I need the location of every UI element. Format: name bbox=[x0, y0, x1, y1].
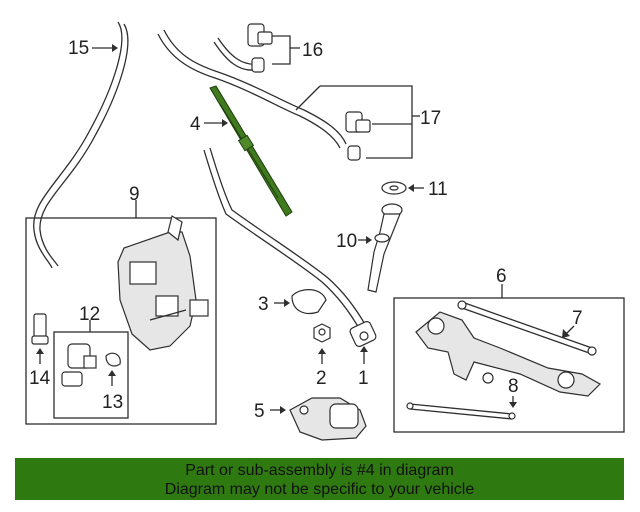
wiper-motor-5[interactable] bbox=[289, 397, 367, 441]
reservoir-group-box bbox=[25, 200, 217, 425]
callout-15: 15 bbox=[68, 38, 118, 59]
callout-3-label: 3 bbox=[258, 294, 269, 315]
linkage-group-box bbox=[393, 284, 625, 433]
callout-3: 3 bbox=[258, 294, 290, 315]
callout-7: 7 bbox=[562, 308, 583, 338]
washer-hose-15[interactable] bbox=[33, 21, 129, 269]
callout-1: 1 bbox=[358, 346, 369, 389]
nut-2[interactable] bbox=[313, 323, 331, 343]
callout-13-label: 13 bbox=[102, 392, 123, 413]
callout-6-label: 6 bbox=[496, 266, 507, 287]
washer-reservoir[interactable] bbox=[117, 215, 209, 351]
callout-15-label: 15 bbox=[68, 38, 89, 59]
banner-line-2: Diagram may not be specific to your vehi… bbox=[164, 481, 475, 498]
callout-4: 4 bbox=[190, 114, 228, 135]
callout-14-label: 14 bbox=[29, 368, 51, 389]
callout-17-label: 17 bbox=[420, 108, 441, 129]
level-sensor-14[interactable] bbox=[31, 313, 49, 345]
info-banner: Part or sub-assembly is #4 in diagram Di… bbox=[15, 458, 624, 500]
callout-11-label: 11 bbox=[428, 179, 448, 200]
wiper-linkage[interactable] bbox=[415, 311, 601, 397]
callout-10-label: 10 bbox=[336, 231, 357, 252]
callout-2-label: 2 bbox=[316, 368, 327, 389]
linkage-rod-7[interactable] bbox=[457, 300, 597, 356]
pivot-cap-3[interactable] bbox=[291, 289, 327, 315]
callout-11: 11 bbox=[408, 179, 448, 200]
callout-4-label: 4 bbox=[190, 114, 201, 135]
washer-nozzle-16[interactable] bbox=[213, 23, 273, 73]
callout-12-label: 12 bbox=[79, 304, 100, 325]
callout-5-label: 5 bbox=[254, 401, 265, 422]
callout-5: 5 bbox=[254, 401, 286, 422]
pump-grommet-13[interactable] bbox=[105, 352, 121, 367]
callout-8-label: 8 bbox=[508, 376, 519, 397]
callout-7-label: 7 bbox=[572, 308, 583, 329]
banner-line-1: Part or sub-assembly is #4 in diagram bbox=[185, 462, 454, 479]
washer-pump[interactable] bbox=[61, 343, 97, 387]
callout-10: 10 bbox=[336, 231, 372, 252]
callout-16: 16 bbox=[272, 35, 323, 65]
callout-8: 8 bbox=[508, 376, 519, 408]
pump-group-box bbox=[53, 320, 129, 419]
filler-neck-10[interactable] bbox=[367, 203, 403, 293]
linkage-rod-8[interactable] bbox=[406, 402, 516, 420]
callout-14: 14 bbox=[29, 348, 51, 389]
wiper-blade-4[interactable] bbox=[209, 85, 293, 217]
callout-2: 2 bbox=[316, 348, 327, 389]
callout-13: 13 bbox=[102, 370, 123, 413]
washer-hose-17[interactable] bbox=[157, 29, 347, 149]
callout-9-label: 9 bbox=[129, 184, 140, 205]
washer-nozzle-17[interactable] bbox=[345, 111, 371, 161]
grommet-11[interactable] bbox=[381, 181, 407, 195]
callout-16-label: 16 bbox=[302, 40, 323, 61]
wiper-arm-1[interactable] bbox=[203, 147, 377, 348]
callout-1-label: 1 bbox=[358, 368, 369, 389]
callout-17: 17 bbox=[295, 85, 441, 159]
